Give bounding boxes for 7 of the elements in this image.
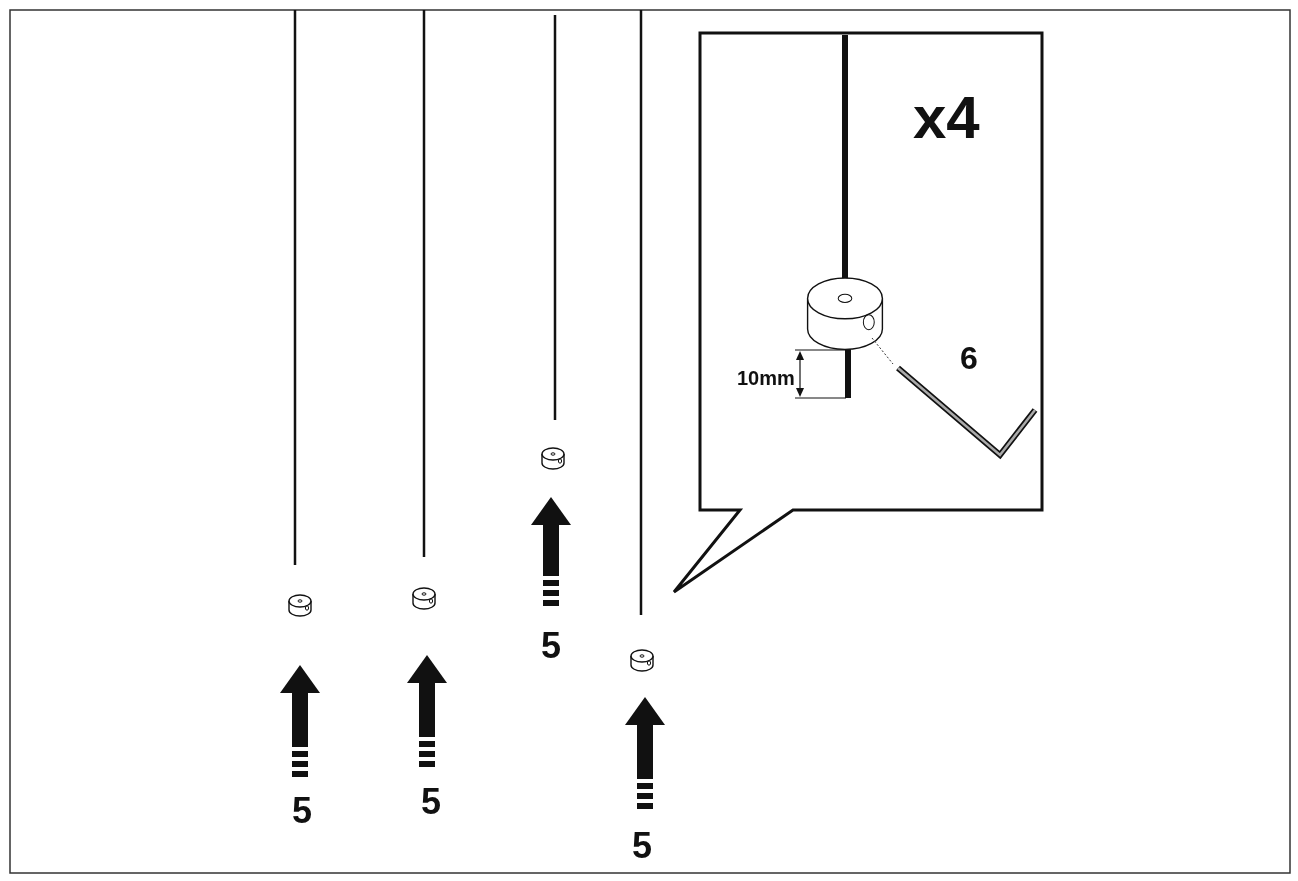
dimension-label: 10mm (737, 368, 795, 388)
part-number: 5 (541, 628, 562, 664)
quantity-label: x4 (913, 88, 980, 148)
part-number: 5 (292, 793, 313, 829)
part-number: 5 (632, 828, 653, 864)
part-number: 6 (960, 342, 978, 374)
part-number: 5 (421, 784, 442, 820)
